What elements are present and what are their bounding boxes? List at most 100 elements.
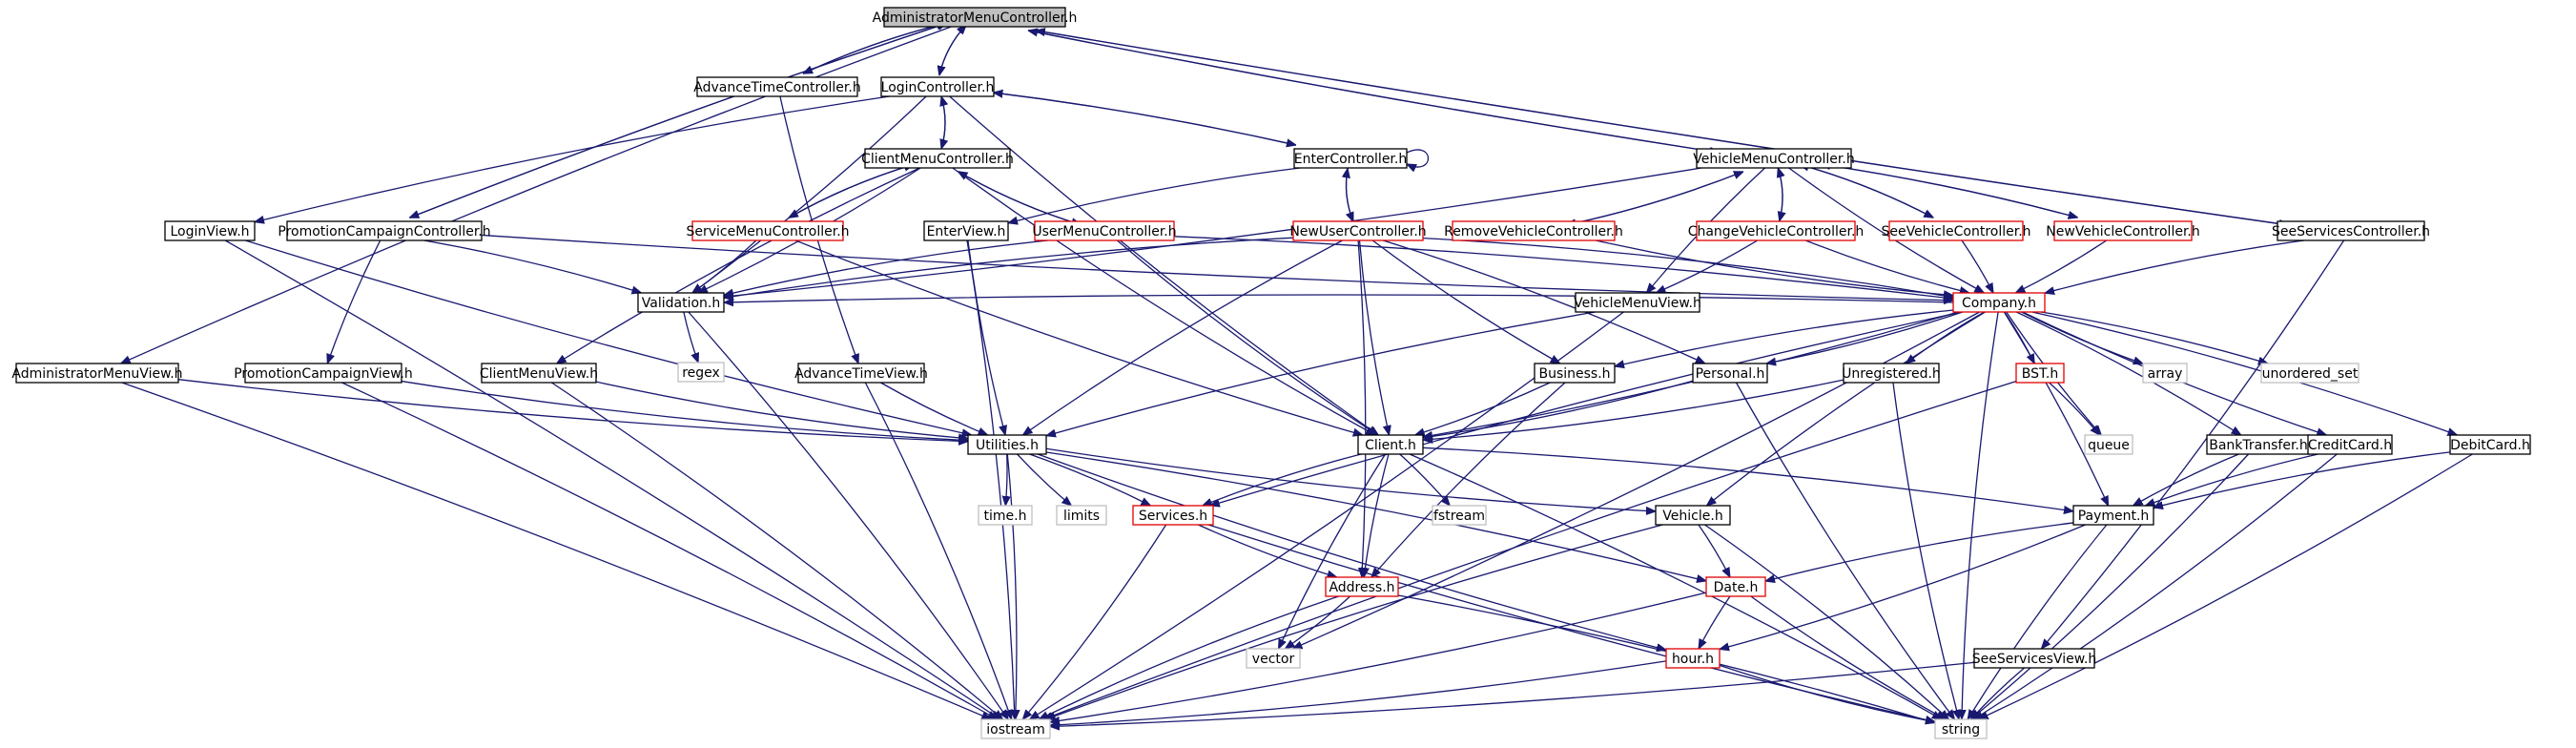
node-label: Address.h [1329, 580, 1394, 595]
node-debitcard-h[interactable]: DebitCard.h [2449, 434, 2531, 455]
edge-validation-h-to-regex [683, 311, 698, 363]
edge-personal-h-to-client-h [1423, 380, 1694, 438]
node-utilities-h[interactable]: Utilities.h [967, 434, 1047, 455]
node-box [1575, 292, 1700, 313]
edge-removevehiclecontroller-h-to-vehiclemenucontroller-h [1566, 171, 1743, 226]
node-array: array [2142, 363, 2188, 384]
edge-seeservicesview-h-to-string [1970, 667, 2026, 719]
node-box [923, 220, 1009, 241]
node-seeservicescontroller-h[interactable]: SeeServicesController.h [2272, 220, 2430, 241]
edge-hour-h-to-iostream [1050, 660, 1667, 725]
edge-payment-h-to-string [1968, 524, 2108, 719]
node-payment-h[interactable]: Payment.h [2072, 505, 2154, 526]
edge-advancetimeview-h-to-iostream [864, 382, 1011, 719]
node-label: regex [682, 365, 720, 381]
node-date-h[interactable]: Date.h [1705, 576, 1766, 597]
edge-entercontroller-h-to-enterview-h [1008, 167, 1301, 223]
edge-clientmenucontroller-h-to-logincontroller-h [941, 96, 945, 150]
node-label: Unregistered.h [1842, 366, 1941, 382]
node-loginview-h[interactable]: LoginView.h [164, 220, 256, 241]
node-label: Services.h [1139, 509, 1207, 524]
node-address-h[interactable]: Address.h [1325, 576, 1399, 597]
edge-date-h-to-string [1750, 595, 1946, 719]
edge-administratormenuview-h-to-utilities-h [177, 379, 968, 442]
node-validation-h[interactable]: Validation.h [637, 292, 725, 313]
node-label: Date.h [1714, 580, 1759, 595]
edge-clientmenucontroller-h-to-servicemenucontroller-h [789, 163, 915, 218]
node-box [2260, 363, 2360, 384]
node-box [2449, 434, 2531, 455]
node-newusercontroller-h[interactable]: NewUserController.h [1289, 220, 1427, 241]
node-clientmenucontroller-h[interactable]: ClientMenuController.h [861, 148, 1014, 169]
node-seevehiclecontroller-h[interactable]: SeeVehicleController.h [1881, 220, 2031, 241]
edge-loginview-h-to-iostream [224, 239, 1000, 719]
node-promotioncampaigncontroller-h[interactable]: PromotionCampaignController.h [278, 220, 491, 241]
edge-client-h-to-vector [1277, 453, 1387, 649]
node-box [967, 434, 1047, 455]
edge-changevehiclecontroller-h-to-company-h [1804, 239, 1969, 293]
edge-utilities-h-to-iostream [1006, 453, 1017, 719]
node-services-h[interactable]: Services.h [1132, 505, 1214, 526]
node-administratormenucontroller-h[interactable]: AdministratorMenuController.h [873, 7, 1078, 28]
edge-vehiclemenucontroller-h-to-company-h [1788, 167, 1985, 293]
node-label: NewVehicleController.h [2046, 224, 2200, 239]
node-creditcard-h[interactable]: CreditCard.h [2307, 434, 2393, 455]
edge-removevehiclecontroller-h-to-company-h [1595, 239, 1953, 296]
node-box [1034, 220, 1175, 241]
node-vehicle-h[interactable]: Vehicle.h [1655, 505, 1731, 526]
node-usermenucontroller-h[interactable]: UserMenuController.h [1032, 220, 1177, 241]
node-changevehiclecontroller-h[interactable]: ChangeVehicleController.h [1688, 220, 1865, 241]
node-advancetimeview-h[interactable]: AdvanceTimeView.h [794, 363, 928, 384]
node-servicemenucontroller-h[interactable]: ServiceMenuController.h [686, 220, 850, 241]
node-entercontroller-h[interactable]: EnterController.h [1293, 148, 1408, 169]
node-label: Client.h [1365, 438, 1416, 453]
node-label: EnterView.h [927, 224, 1006, 239]
node-removevehiclecontroller-h[interactable]: RemoveVehicleController.h [1444, 220, 1623, 241]
edge-servicemenucontroller-h-to-validation-h [692, 239, 757, 293]
node-newvehiclecontroller-h[interactable]: NewVehicleController.h [2046, 220, 2200, 241]
node-company-h[interactable]: Company.h [1952, 292, 2046, 313]
node-logincontroller-h[interactable]: LoginController.h [880, 76, 995, 97]
node-bst-h[interactable]: BST.h [2015, 363, 2065, 384]
node-label: hour.h [1672, 652, 1714, 667]
node-string: string [1934, 718, 1988, 739]
edge-unregistered-h-to-client-h [1423, 379, 1844, 440]
node-box [1357, 434, 1424, 455]
node-box [1665, 648, 1721, 669]
node-vehiclemenucontroller-h[interactable]: VehicleMenuController.h [1693, 148, 1855, 169]
node-business-h[interactable]: Business.h [1534, 363, 1616, 384]
node-banktransfer-h[interactable]: BankTransfer.h [2206, 434, 2311, 455]
node-box [1973, 648, 2095, 669]
edge-administratormenucontroller-h-to-logincontroller-h [939, 24, 967, 75]
node-box [1452, 220, 1616, 241]
node-personal-h[interactable]: Personal.h [1692, 363, 1768, 384]
node-box [481, 363, 597, 384]
node-administratormenuview-h[interactable]: AdministratorMenuView.h [11, 363, 183, 384]
node-regex: regex [677, 362, 725, 383]
edge-seeservicescontroller-h-to-administratormenucontroller-h [1036, 31, 2290, 226]
node-label: LoginView.h [170, 224, 249, 239]
edge-newusercontroller-h-to-address-h [1357, 239, 1366, 577]
node-seeservicesview-h[interactable]: SeeServicesView.h [1972, 648, 2096, 669]
node-advancetimecontroller-h[interactable]: AdvanceTimeController.h [693, 76, 861, 97]
edge-vehiclemenuview-h-to-utilities-h [1046, 311, 1596, 436]
node-label: SeeServicesController.h [2272, 224, 2430, 239]
node-unregistered-h[interactable]: Unregistered.h [1842, 363, 1941, 384]
node-label: ServiceMenuController.h [686, 224, 849, 239]
edge-company-h-to-unordered-set [2040, 311, 2268, 364]
node-box [677, 362, 725, 383]
edge-vehicle-h-to-string [1704, 524, 1949, 719]
edge-utilities-h-to-services-h [1029, 453, 1151, 506]
node-client-h[interactable]: Client.h [1357, 434, 1424, 455]
node-clientmenuview-h[interactable]: ClientMenuView.h [480, 363, 598, 384]
node-promotioncampaignview-h[interactable]: PromotionCampaignView.h [234, 363, 413, 384]
node-hour-h[interactable]: hour.h [1665, 648, 1721, 669]
node-vehiclemenuview-h[interactable]: VehicleMenuView.h [1574, 292, 1701, 313]
node-enterview-h[interactable]: EnterView.h [923, 220, 1009, 241]
node-box [2015, 363, 2065, 384]
edge-newusercontroller-h-to-validation-h [724, 237, 1294, 298]
edge-hour-h-to-string [1719, 664, 1935, 722]
edge-newusercontroller-h-to-client-h [1358, 239, 1390, 435]
edge-services-h-to-address-h [1198, 524, 1336, 577]
node-label: ClientMenuController.h [861, 152, 1014, 167]
